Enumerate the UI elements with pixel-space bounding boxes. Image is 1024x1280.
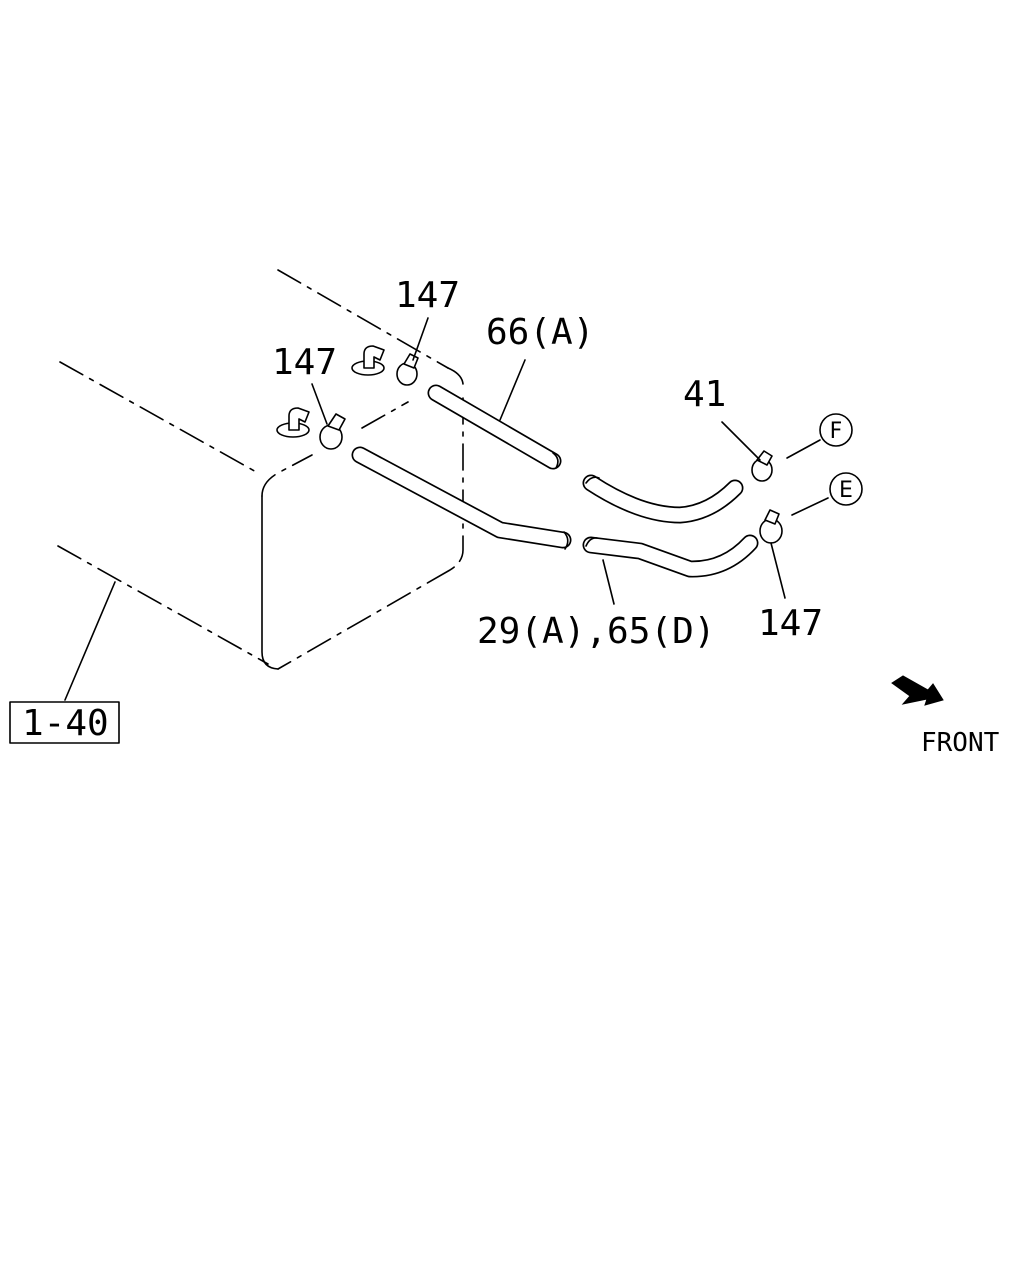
connector-e-letter: E (839, 478, 853, 503)
front-label: FRONT (921, 728, 1000, 758)
connector-f-letter: F (830, 419, 843, 444)
label-clamp-right: 147 (758, 603, 823, 644)
clamp-left-147 (319, 413, 346, 450)
tank-reference-label: 1-40 (22, 703, 109, 744)
connector-f: F (819, 413, 853, 447)
label-hose-upper: 66(A) (486, 312, 594, 353)
hose-66a (427, 384, 562, 470)
hose-lower-right (582, 534, 759, 578)
fuel-tank (57, 269, 464, 670)
hose-upper-right (582, 474, 744, 524)
clamp-top-147 (396, 353, 419, 386)
hose-lower-left (351, 446, 572, 550)
label-clamp-top: 147 (395, 275, 460, 316)
clamp-right-147 (759, 509, 783, 544)
connector-e: E (829, 472, 863, 506)
front-arrow-icon (891, 675, 944, 706)
tank-port-lower (276, 407, 310, 438)
label-clamp-left: 147 (272, 342, 337, 383)
tank-port-upper (351, 345, 385, 376)
leader-lines (64, 317, 829, 701)
label-hose-lower: 29(A),65(D) (477, 611, 715, 652)
clamp-41 (751, 450, 773, 482)
tank-reference-box: 1-40 (9, 701, 120, 744)
label-clamp-41: 41 (683, 374, 726, 415)
